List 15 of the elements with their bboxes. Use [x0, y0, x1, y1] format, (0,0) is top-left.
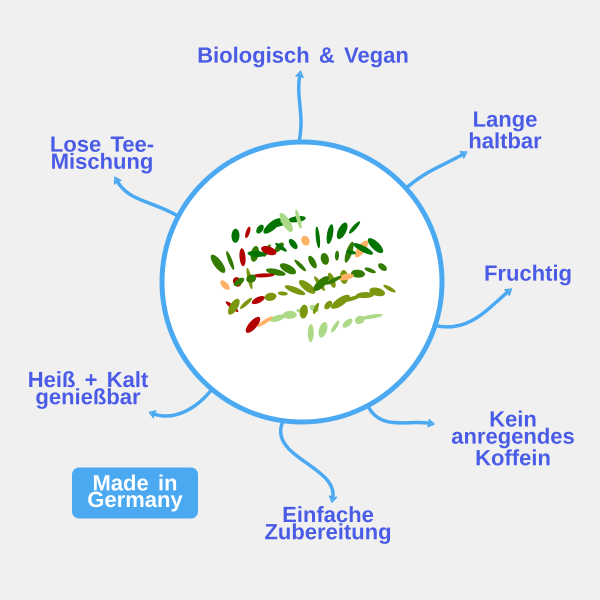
badge: Made in Germany — [72, 467, 198, 519]
feature-label: Fruchtig — [485, 264, 571, 286]
arrow — [114, 176, 178, 217]
feature-label: Biologisch & Vegan — [198, 46, 408, 68]
feature-label: Einfache Zubereitung — [265, 506, 390, 544]
feature-label: Lange haltbar — [470, 112, 542, 148]
arrow — [278, 421, 338, 503]
arrow — [367, 406, 435, 428]
arrow — [436, 288, 512, 329]
arrow — [148, 389, 212, 418]
feature-label: Heiß + Kalt genießbar — [29, 371, 148, 409]
arrow — [295, 70, 304, 142]
feature-label: Lose Tee-Mischung — [51, 136, 154, 174]
arrow — [406, 151, 468, 188]
feature-label: Kein anregendes Koffein — [452, 410, 574, 466]
